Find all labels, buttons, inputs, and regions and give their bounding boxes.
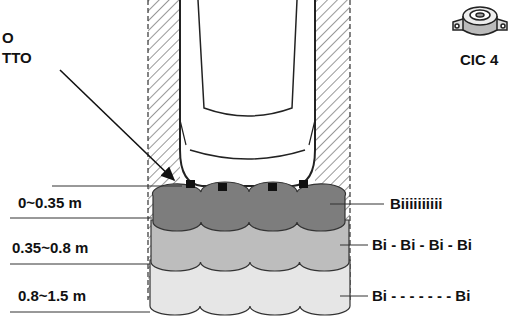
callout-text: TTO [2,50,32,67]
rear-trunk-line [190,150,305,159]
distance-label: 0.8~1.5 m [18,288,86,305]
callout-arrow [60,70,174,180]
callout-text: O [2,30,14,47]
dimension-lines [10,186,182,312]
beep-pattern: Biiiiiiiiii [390,196,443,213]
sensor-icon [453,7,507,35]
distance-label: 0~0.35 m [18,195,82,212]
dashed-boundary [147,0,148,300]
part-name: CIC 4 [460,52,498,69]
zone-near [153,182,346,231]
distance-label: 0.35~0.8 m [12,240,88,257]
sensor-set [186,180,308,191]
beep-pattern: Bi - Bi - Bi - Bi [372,237,472,254]
car-body [180,0,315,186]
body-line [180,120,315,145]
rear-window [198,0,297,116]
beep-pattern: Bi - - - - - - - Bi [372,288,470,305]
